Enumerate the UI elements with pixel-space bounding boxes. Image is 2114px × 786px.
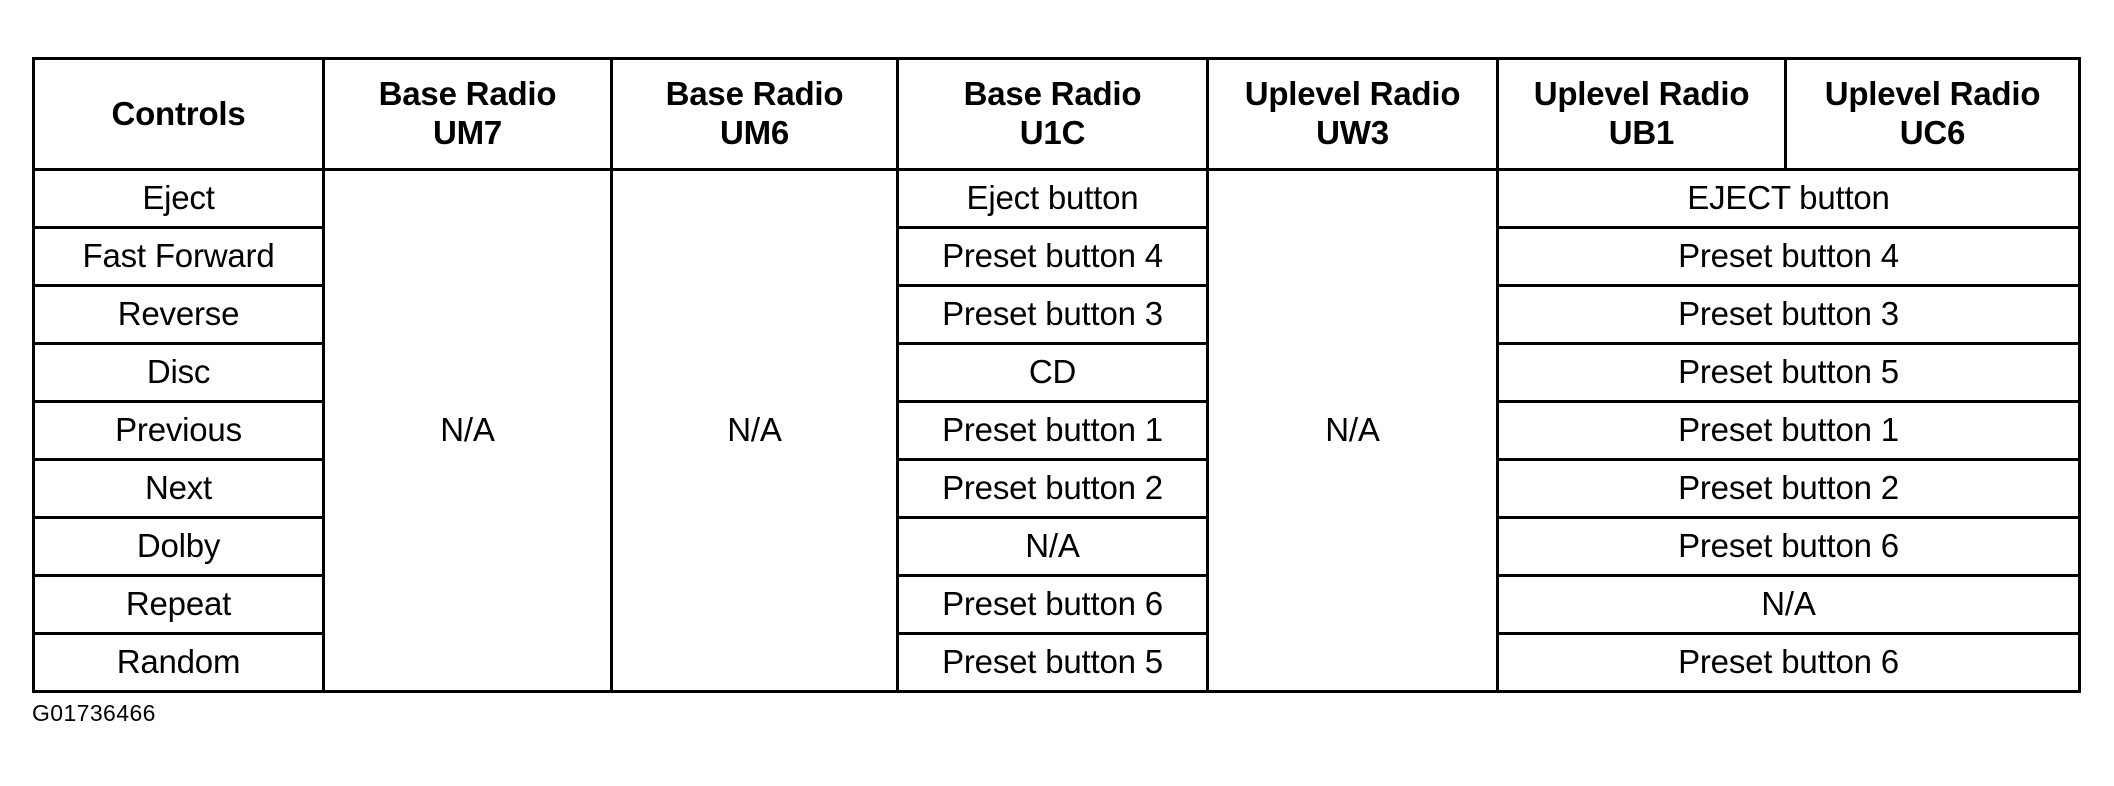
- u1c-value-cell: CD: [896, 342, 1209, 403]
- control-name-cell: Eject: [32, 168, 325, 229]
- column-header-uw3: Uplevel Radio UW3: [1206, 57, 1499, 171]
- column-header-uw3-line1: Uplevel Radio: [1244, 75, 1461, 113]
- column-header-uc6-line1: Uplevel Radio: [1824, 75, 2041, 113]
- u1c-value-cell: Preset button 2: [896, 458, 1209, 519]
- uplevel-value-cell: Preset button 3: [1496, 284, 2081, 345]
- table-row: Fast Forward Preset button 4 Preset butt…: [32, 226, 2081, 287]
- column-header-u1c-line2: U1C: [1019, 114, 1086, 151]
- table-row: Reverse Preset button 3 Preset button 3: [32, 284, 2081, 345]
- uplevel-value-cell: Preset button 6: [1496, 632, 2081, 693]
- column-header-um6-line1: Base Radio: [665, 75, 844, 113]
- uplevel-value-cell: Preset button 6: [1496, 516, 2081, 577]
- table-row: Random Preset button 5 Preset button 6: [32, 632, 2081, 693]
- column-header-ub1-line2: UB1: [1608, 114, 1675, 151]
- table-row: Dolby N/A Preset button 6: [32, 516, 2081, 577]
- column-header-um6-line2: UM6: [719, 114, 790, 151]
- control-name-cell: Fast Forward: [32, 226, 325, 287]
- control-name-cell: Dolby: [32, 516, 325, 577]
- control-name-cell: Next: [32, 458, 325, 519]
- control-name-cell: Reverse: [32, 284, 325, 345]
- u1c-value-cell: Eject button: [896, 168, 1209, 229]
- control-name-cell: Repeat: [32, 574, 325, 635]
- column-header-uc6-line2: UC6: [1899, 114, 1966, 151]
- column-header-controls-line1: Controls: [111, 94, 246, 132]
- uw3-na-cell: N/A: [1206, 168, 1499, 693]
- uplevel-value-cell: EJECT button: [1496, 168, 2081, 229]
- radio-controls-table: Controls Base Radio UM7 Base Radio UM6 B…: [32, 57, 2081, 693]
- table-row: Eject N/A N/A Eject button N/A EJECT but…: [32, 168, 2081, 693]
- u1c-value-cell: Preset button 4: [896, 226, 1209, 287]
- column-header-um7: Base Radio UM7: [322, 57, 613, 171]
- uplevel-value-cell: Preset button 5: [1496, 342, 2081, 403]
- column-header-ub1: Uplevel Radio UB1: [1496, 57, 1787, 171]
- u1c-value-cell: Preset button 1: [896, 400, 1209, 461]
- column-header-u1c-line1: Base Radio: [963, 75, 1142, 113]
- column-header-ub1-line1: Uplevel Radio: [1533, 75, 1750, 113]
- table-row: Disc CD Preset button 5: [32, 342, 2081, 403]
- table-row: Repeat Preset button 6 N/A: [32, 574, 2081, 635]
- column-header-um7-line2: UM7: [432, 114, 503, 151]
- control-name-cell: Disc: [32, 342, 325, 403]
- uplevel-value-cell: N/A: [1496, 574, 2081, 635]
- u1c-value-cell: Preset button 3: [896, 284, 1209, 345]
- table-row: Previous Preset button 1 Preset button 1: [32, 400, 2081, 461]
- control-name-cell: Previous: [32, 400, 325, 461]
- uplevel-value-cell: Preset button 1: [1496, 400, 2081, 461]
- u1c-value-cell: N/A: [896, 516, 1209, 577]
- column-header-uw3-line2: UW3: [1316, 114, 1389, 151]
- table-row: Next Preset button 2 Preset button 2: [32, 458, 2081, 519]
- u1c-value-cell: Preset button 6: [896, 574, 1209, 635]
- table-header-row: Controls Base Radio UM7 Base Radio UM6 B…: [32, 57, 2081, 171]
- radio-controls-table-wrapper: Controls Base Radio UM7 Base Radio UM6 B…: [32, 57, 2081, 693]
- uplevel-value-cell: Preset button 2: [1496, 458, 2081, 519]
- column-header-controls: Controls: [32, 57, 325, 171]
- control-name-cell: Random: [32, 632, 325, 693]
- u1c-value-cell: Preset button 5: [896, 632, 1209, 693]
- um7-na-cell: N/A: [322, 168, 613, 693]
- column-header-um6: Base Radio UM6: [610, 57, 899, 171]
- column-header-uc6: Uplevel Radio UC6: [1784, 57, 2081, 171]
- column-header-u1c: Base Radio U1C: [896, 57, 1209, 171]
- uplevel-value-cell: Preset button 4: [1496, 226, 2081, 287]
- figure-caption: G01736466: [32, 700, 156, 726]
- um6-na-cell: N/A: [610, 168, 899, 693]
- column-header-um7-line1: Base Radio: [378, 75, 557, 113]
